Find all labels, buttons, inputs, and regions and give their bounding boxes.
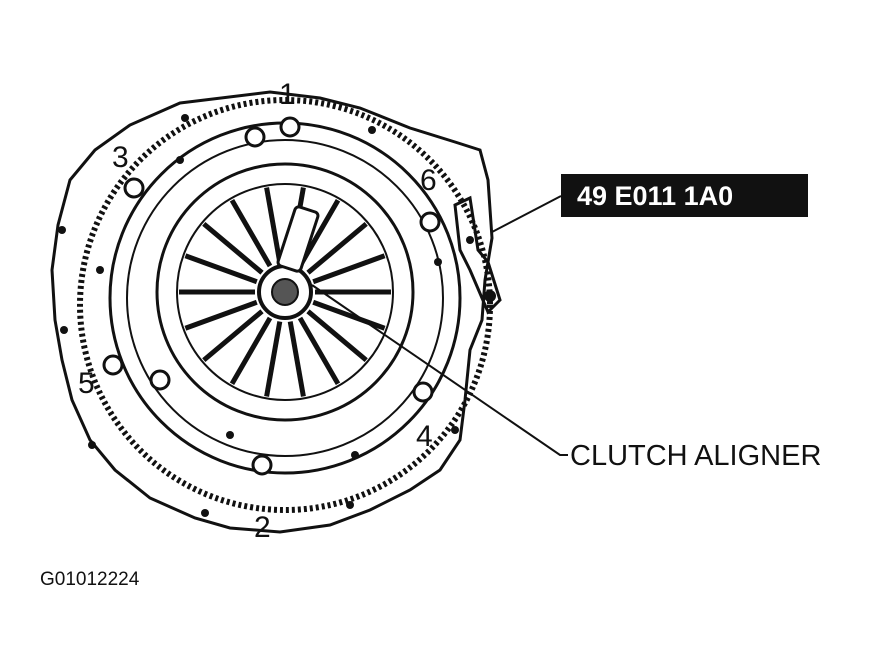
diaphragm-fingers <box>179 187 391 397</box>
mounting-bolt <box>251 454 273 476</box>
diaphragm-finger <box>264 321 283 397</box>
sequence-number-2: 2 <box>254 511 271 544</box>
mounting-bolt <box>123 177 145 199</box>
diaphragm-finger <box>312 253 386 285</box>
sequence-number-6: 6 <box>420 164 437 197</box>
housing-hole <box>96 266 104 274</box>
release-bracket-bolt <box>484 290 496 302</box>
diaphragm-finger <box>306 221 368 275</box>
housing-hole <box>346 501 354 509</box>
housing-hole <box>88 441 96 449</box>
diaphragm-finger <box>297 316 341 386</box>
diaphragm-finger <box>306 309 368 363</box>
clutch-aligner-label: CLUTCH ALIGNER <box>570 440 821 472</box>
clutch-aligner-leader <box>311 284 568 456</box>
release-bracket <box>453 195 502 315</box>
tool-number-box <box>561 174 808 217</box>
sequence-number-1: 1 <box>279 78 296 111</box>
flywheel-housing-outline <box>50 90 494 534</box>
aligner-shaft <box>276 205 320 273</box>
mounting-bolt <box>412 381 434 403</box>
diaphragm-spring-outer <box>155 162 415 422</box>
housing-hole <box>181 114 189 122</box>
diaphragm-spring-inner <box>176 183 394 401</box>
diaphragm-finger <box>202 221 264 275</box>
housing-hole <box>176 156 184 164</box>
diaphragm-finger <box>312 299 386 331</box>
ring-gear <box>77 97 493 513</box>
mounting-bolt <box>244 126 266 148</box>
housing-hole <box>351 451 359 459</box>
tool-number-leader <box>491 195 562 233</box>
housing-hole <box>201 509 209 517</box>
pressure-plate-inner-rim <box>126 139 444 457</box>
figure-id: G01012224 <box>40 569 140 590</box>
housing-hole <box>368 126 376 134</box>
sequence-number-4: 4 <box>416 420 433 453</box>
diaphragm-finger <box>229 198 273 268</box>
housing-hole <box>60 326 68 334</box>
diaphragm-finger <box>229 316 273 386</box>
tool-number-text: 49 E011 1A0 <box>577 181 733 211</box>
mounting-bolt <box>419 211 441 233</box>
housing-hole <box>226 431 234 439</box>
housing-hole <box>451 426 459 434</box>
housing-hole <box>466 236 474 244</box>
housing-holes <box>58 114 474 517</box>
housing-hole <box>434 258 442 266</box>
mounting-bolt <box>102 354 124 376</box>
pressure-plate-bolts <box>102 116 441 476</box>
mounting-bolt <box>149 369 171 391</box>
diaphragm-finger <box>184 299 258 331</box>
diaphragm-finger <box>184 253 258 285</box>
diaphragm-finger <box>264 187 283 263</box>
sequence-number-5: 5 <box>78 367 95 400</box>
diaphragm-finger <box>287 321 306 397</box>
aligner-hub-inner <box>271 278 299 306</box>
sequence-number-3: 3 <box>112 141 129 174</box>
diaphragm-finger <box>202 309 264 363</box>
housing-hole <box>58 226 66 234</box>
mounting-bolt <box>279 116 301 138</box>
